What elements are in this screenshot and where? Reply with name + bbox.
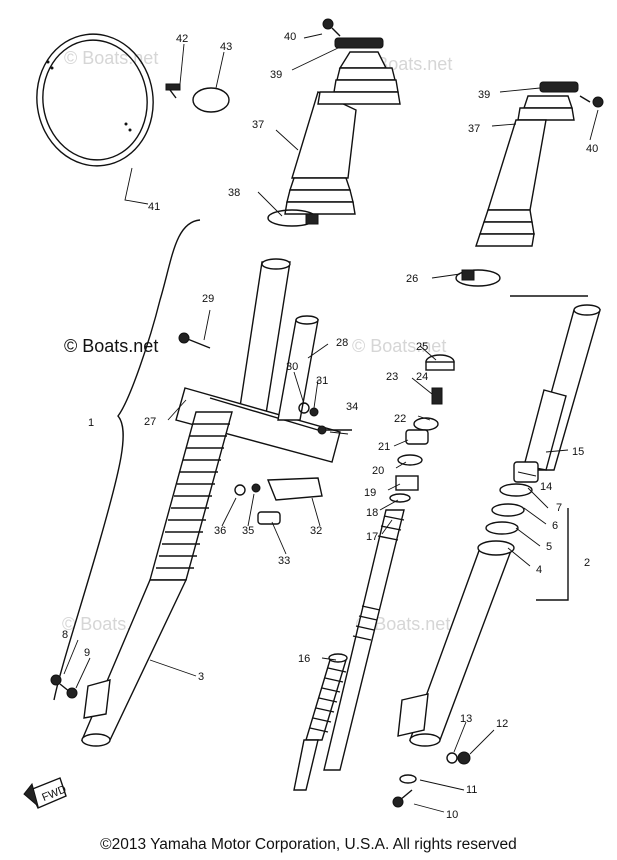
callout-label: 43 [220, 41, 232, 53]
bolt [317, 425, 352, 435]
callout-label: 35 [242, 525, 254, 537]
bolt [322, 18, 341, 37]
nut [309, 407, 319, 417]
callout-label: 10 [446, 809, 458, 821]
callout-label: 24 [416, 371, 428, 383]
fork-boot [284, 37, 401, 215]
washer [234, 484, 246, 496]
callout-label: 33 [278, 555, 290, 567]
watermark-faint: © Boats.net [356, 614, 450, 634]
spacer [405, 429, 429, 445]
callout-label: 27 [144, 416, 156, 428]
callout-label: 28 [336, 337, 348, 349]
right-fork-assembly [397, 304, 601, 747]
callout-label: 36 [214, 525, 226, 537]
callout-label: 30 [286, 361, 298, 373]
washer [66, 687, 78, 699]
callout-label: 9 [84, 647, 90, 659]
callout-label: 16 [298, 653, 310, 665]
gasket [399, 774, 417, 784]
callout-label: 6 [552, 520, 558, 532]
callout-label: 4 [536, 564, 542, 576]
callout-label: 26 [406, 273, 418, 285]
watermark-faint: © Boats.net [352, 336, 446, 356]
clamp [257, 511, 281, 525]
washer [389, 493, 411, 503]
bolt [178, 332, 211, 349]
spacer-ring [397, 454, 423, 466]
screw [165, 83, 181, 99]
bolt [392, 789, 413, 808]
watermark-faint: © Boats.net [64, 48, 158, 68]
washer [446, 752, 458, 764]
seat [395, 475, 419, 491]
callout-label: 39 [270, 69, 282, 81]
callout-label: 37 [468, 123, 480, 135]
callout-label: 25 [416, 341, 428, 353]
callout-label: 19 [364, 487, 376, 499]
callout-label: 2 [584, 557, 590, 569]
callout-label: 18 [366, 507, 378, 519]
callout-label: 3 [198, 671, 204, 683]
callout-label: 29 [202, 293, 214, 305]
damper-rod-end [293, 739, 319, 791]
left-fork-assembly [80, 258, 341, 747]
watermark-main: © Boats.net [64, 336, 158, 356]
callout-label: 42 [176, 33, 188, 45]
callout-label: 7 [556, 502, 562, 514]
callout-label: 5 [546, 541, 552, 553]
assembly-bracket [510, 295, 588, 601]
callout-label: 14 [540, 481, 552, 493]
nut [457, 751, 471, 765]
callout-label: 39 [478, 89, 490, 101]
cap-bolt [425, 354, 455, 371]
callout-label: 11 [466, 784, 477, 796]
callout-label: 38 [228, 187, 240, 199]
damper-rod-assembly [323, 509, 405, 771]
callout-label: 22 [394, 413, 406, 425]
callout-label: 40 [284, 31, 296, 43]
fork-boot [475, 81, 579, 247]
callout-label: 20 [372, 465, 384, 477]
hose-clamp [455, 269, 501, 287]
headlight-rim [36, 33, 154, 167]
callout-label: 21 [378, 441, 390, 453]
callout-label: 13 [460, 713, 472, 725]
callout-label: 41 [148, 201, 160, 213]
callout-label: 1 [88, 417, 94, 429]
forward-arrow-icon: FWD [23, 777, 68, 809]
grommet [192, 87, 230, 113]
nut [251, 483, 261, 493]
callout-label: 37 [252, 119, 264, 131]
leader-lines [63, 33, 599, 813]
callout-label: 8 [62, 629, 68, 641]
assembly-bracket [53, 219, 201, 701]
o-ring [413, 417, 439, 431]
air-valve [431, 387, 443, 405]
fork-spring [305, 653, 348, 741]
callout-label: 32 [310, 525, 322, 537]
callout-label: 15 [572, 446, 584, 458]
bolt [579, 95, 604, 108]
hose-clamp [267, 209, 319, 227]
callout-labels: 1 2 3 4 5 6 7 8 9 10 11 12 13 14 15 16 1… [62, 31, 598, 821]
callout-label: 31 [316, 375, 328, 387]
callout-label: 34 [346, 401, 358, 413]
callout-label: 12 [496, 718, 508, 730]
callout-label: 23 [386, 371, 398, 383]
callout-label: 40 [586, 143, 598, 155]
drain-screw [50, 674, 71, 693]
cable-guide [266, 477, 323, 501]
copyright-footer: ©2013 Yamaha Motor Corporation, U.S.A. A… [100, 836, 517, 853]
callout-label: 17 [366, 531, 378, 543]
